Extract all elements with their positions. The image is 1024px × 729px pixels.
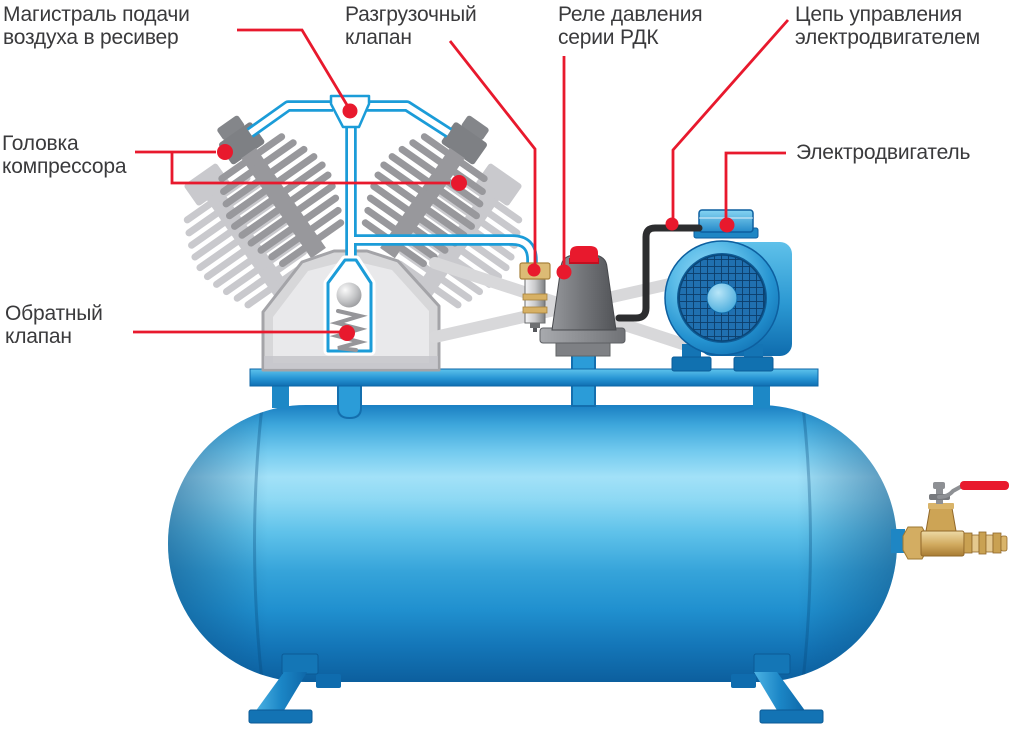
pressure-switch-button: [570, 246, 598, 262]
drain-valve-handle: [960, 481, 1009, 490]
platform-leg-right: [753, 382, 770, 408]
platform-leg-left: [272, 382, 289, 408]
dot-compressor-head-left: [217, 144, 233, 160]
dot-air-line: [342, 103, 358, 119]
label-air-supply-line: Магистраль подачи воздуха в ресивер: [3, 3, 190, 49]
check-valve: [323, 255, 376, 356]
electric-motor: [664, 209, 792, 372]
air-pipes: [246, 94, 538, 271]
label-electric-motor: Электродвигатель: [796, 141, 971, 164]
motor-hub: [706, 282, 738, 314]
leader-lines: [133, 19, 790, 334]
leader-electric-motor: [724, 151, 786, 221]
leader-air-line: [237, 28, 352, 111]
motor-power-cable: [615, 224, 703, 322]
label-pressure-switch: Реле давления серии РДК: [558, 3, 703, 49]
label-compressor-head: Головка компрессора: [2, 132, 127, 178]
check-valve-ball: [336, 282, 362, 308]
drain-valve: [891, 481, 1009, 560]
dot-check-valve: [339, 325, 355, 341]
pressure-switch: [539, 246, 626, 357]
leader-control-circuit: [671, 19, 790, 220]
dot-compressor-head-right: [451, 175, 467, 191]
label-unloader-valve: Разгрузочный клапан: [345, 3, 477, 49]
dot-electric-motor: [719, 217, 735, 233]
tank-foot-right: [731, 653, 824, 724]
dot-pressure-switch: [556, 264, 572, 280]
cylinder-left: [217, 115, 345, 268]
leader-dots: [217, 103, 735, 341]
air-receiver-tank: [168, 405, 897, 682]
tank-foot-left: [248, 653, 341, 724]
cylinder-right: [361, 115, 489, 268]
leader-compressor-head: [135, 150, 450, 185]
label-check-valve: Обратный клапан: [5, 302, 103, 348]
drain-valve-hose-barb: [963, 531, 1008, 555]
leader-unloader-valve: [448, 40, 537, 267]
label-motor-control-circuit: Цепь управления электродвигателем: [795, 3, 981, 49]
dot-unloader-valve: [527, 263, 541, 277]
dot-control-circuit: [665, 217, 679, 231]
mounting-platform: [249, 368, 819, 387]
